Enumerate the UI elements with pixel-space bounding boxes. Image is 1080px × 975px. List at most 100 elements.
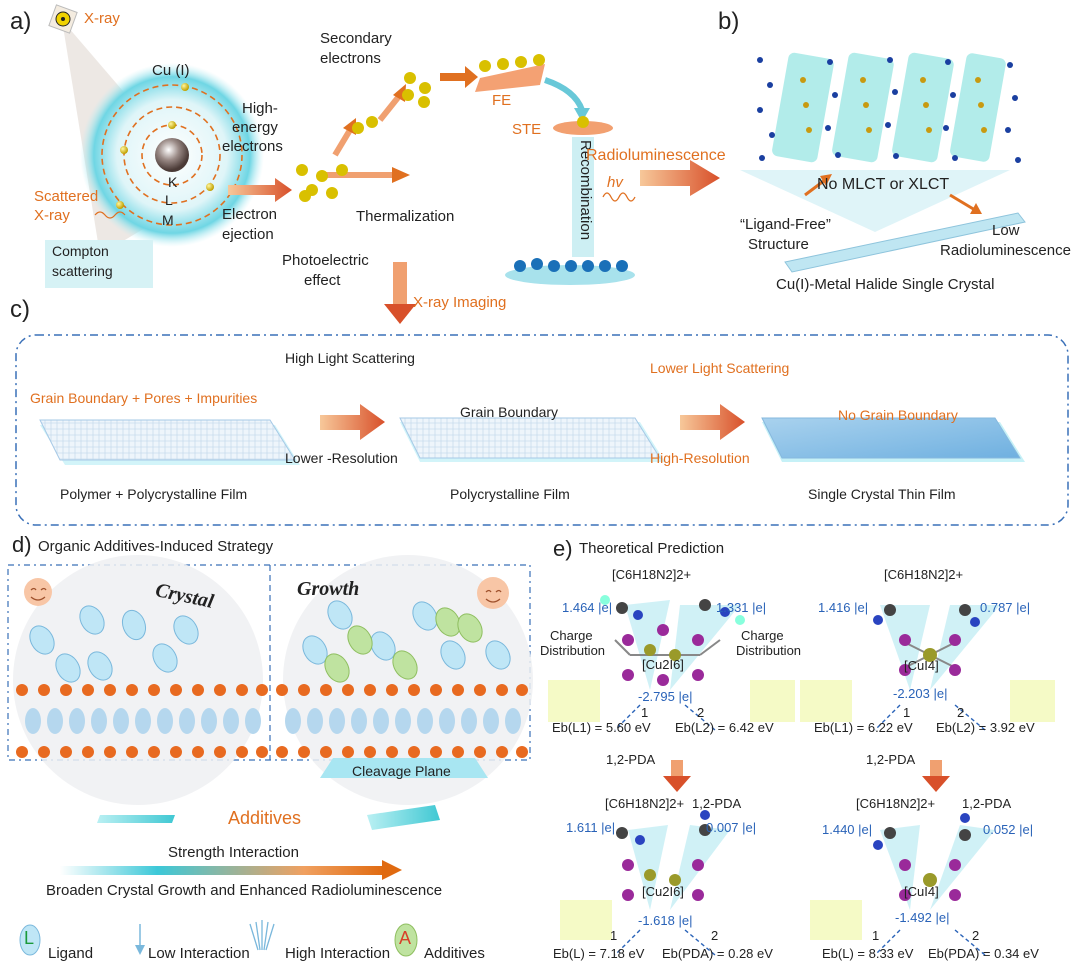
smiley-icon	[24, 578, 52, 606]
bl-cation: [C6H18N2]2+	[605, 796, 685, 811]
legend-ligand-icon	[19, 924, 41, 956]
ligands-left	[29, 605, 199, 683]
secondary-label-2: electrons	[320, 50, 381, 67]
tl-core-q: -2.795 |e|	[638, 689, 693, 704]
membrane-blue	[25, 708, 521, 734]
membrane-right	[276, 684, 528, 758]
high-energy-label-1: High-	[242, 100, 278, 117]
crystal-label: Cu(I)-Metal Halide Single Crystal	[776, 276, 995, 293]
scattered-wave	[94, 211, 126, 219]
crystal-lattice	[772, 52, 1006, 163]
scattered-label-1: Scattered	[34, 188, 99, 205]
fe-bar	[475, 64, 545, 92]
panel-label-b: b)	[718, 8, 740, 35]
tr-core-q: -2.203 |e|	[893, 686, 948, 701]
no-mlct-label: No MLCT or XLCT	[817, 176, 950, 193]
additives-label: Additives	[228, 808, 302, 828]
film3-label: Single Crystal Thin Film	[808, 486, 956, 502]
bl-eb1: Eb(L) = 7.18 eV	[553, 946, 645, 961]
legend-additive-icon	[394, 923, 418, 957]
arrow-film-1	[320, 404, 385, 440]
panel-label-a: a)	[10, 8, 32, 35]
e-arrows	[663, 760, 950, 792]
gb-label: Grain Boundary	[460, 404, 559, 420]
br-eb1: Eb(L) = 8.33 eV	[822, 946, 914, 961]
thermalization-label: Thermalization	[356, 208, 455, 225]
e-title: Theoretical Prediction	[579, 540, 725, 557]
arrow-secondary	[440, 66, 478, 88]
cleavage-plane	[320, 758, 488, 778]
high-energy-label-3: electrons	[222, 138, 283, 155]
panel-c-frame	[15, 334, 1069, 526]
xray-imaging-label: X-ray Imaging	[413, 294, 507, 311]
tl-num2: 2	[697, 705, 705, 720]
legend-additive-letter: A	[399, 928, 412, 948]
fe-label: FE	[492, 92, 512, 109]
shell-m	[101, 84, 243, 226]
ejection-label-2: ejection	[222, 226, 274, 243]
tl-eb1: Eb(L1) = 5.60 eV	[552, 720, 651, 735]
low-label-2: Radioluminescence	[940, 242, 1071, 259]
nucleus	[155, 138, 189, 172]
tr-cation: [C6H18N2]2+	[884, 567, 964, 582]
legend-ligand-label: Ligand	[48, 945, 94, 962]
tl-q1: 1.464 |e|	[562, 600, 613, 615]
tl-eb2: Eb(L2) = 6.42 eV	[675, 720, 774, 735]
br-eb2: Eb(PDA) = 0.34 eV	[928, 946, 1039, 961]
arrow-ejection	[228, 178, 292, 202]
mol-tl	[600, 595, 745, 686]
tl-charge-dist-4: Distribution	[736, 643, 802, 658]
circle-left	[13, 555, 263, 805]
panel-label-e: e)	[553, 536, 573, 561]
scattered-label-2: X-ray	[34, 207, 70, 224]
br-cation: [C6H18N2]2+	[856, 796, 936, 811]
film-2	[399, 417, 665, 462]
film1-label: Polymer + Polycrystalline Film	[60, 486, 248, 502]
bl-pda: 1,2-PDA	[692, 796, 742, 811]
broaden-label: Broaden Crystal Growth and Enhanced Radi…	[46, 882, 443, 899]
high-scatter-label: High Light Scattering	[285, 350, 415, 366]
tl-q2: 1.331 |e|	[716, 600, 767, 615]
shell-l-label: L	[165, 192, 173, 208]
arrow-imaging	[384, 304, 416, 324]
ligands-right	[302, 600, 511, 670]
dashed-arrows	[614, 704, 986, 956]
radioluminescence-label: Radioluminescence	[586, 147, 726, 164]
br-core: [CuI4]	[904, 884, 939, 899]
mol-br	[873, 813, 971, 901]
pda-right: 1,2-PDA	[866, 752, 916, 767]
bl-core: [Cu2I6]	[642, 884, 684, 899]
tr-num1: 1	[903, 705, 911, 720]
bl-eb2: Eb(PDA) = 0.28 eV	[662, 946, 773, 961]
compton-box	[45, 240, 153, 288]
legend-low-label: Low Interaction	[148, 945, 250, 962]
crystal-block-left	[97, 815, 175, 823]
hv-wave	[602, 192, 636, 202]
br-num2: 2	[972, 928, 980, 943]
tl-num1: 1	[641, 705, 649, 720]
tr-eb1: Eb(L1) = 6.22 eV	[814, 720, 913, 735]
gb-pores-label: Grain Boundary + Pores + Impurities	[30, 390, 258, 406]
br-num1: 1	[872, 928, 880, 943]
legend-high-icon	[249, 920, 275, 951]
crystal-block-right	[367, 805, 440, 830]
panel-label-c: c)	[10, 296, 30, 323]
hv-label: hv	[607, 174, 623, 191]
photoelectric-label-1: Photoelectric	[282, 252, 369, 269]
panel-label-d: d)	[12, 532, 32, 557]
growth-word: Growth	[297, 578, 360, 600]
low-label-1: Low	[992, 222, 1020, 239]
mol-tr	[873, 604, 980, 676]
cones	[625, 600, 1000, 910]
tl-charge-dist-2: Distribution	[540, 643, 606, 658]
bl-num2: 2	[711, 928, 719, 943]
membrane-left	[16, 684, 268, 758]
ejection-label-1: Electron	[222, 206, 278, 223]
bl-core-q: -1.618 |e|	[638, 913, 693, 928]
compton-label-1: Compton	[52, 243, 109, 259]
compton-label-2: scattering	[52, 263, 113, 279]
lower-res-label: Lower -Resolution	[285, 450, 398, 466]
high-res-label: High-Resolution	[650, 450, 750, 466]
d-title: Organic Additives-Induced Strategy	[38, 538, 274, 555]
